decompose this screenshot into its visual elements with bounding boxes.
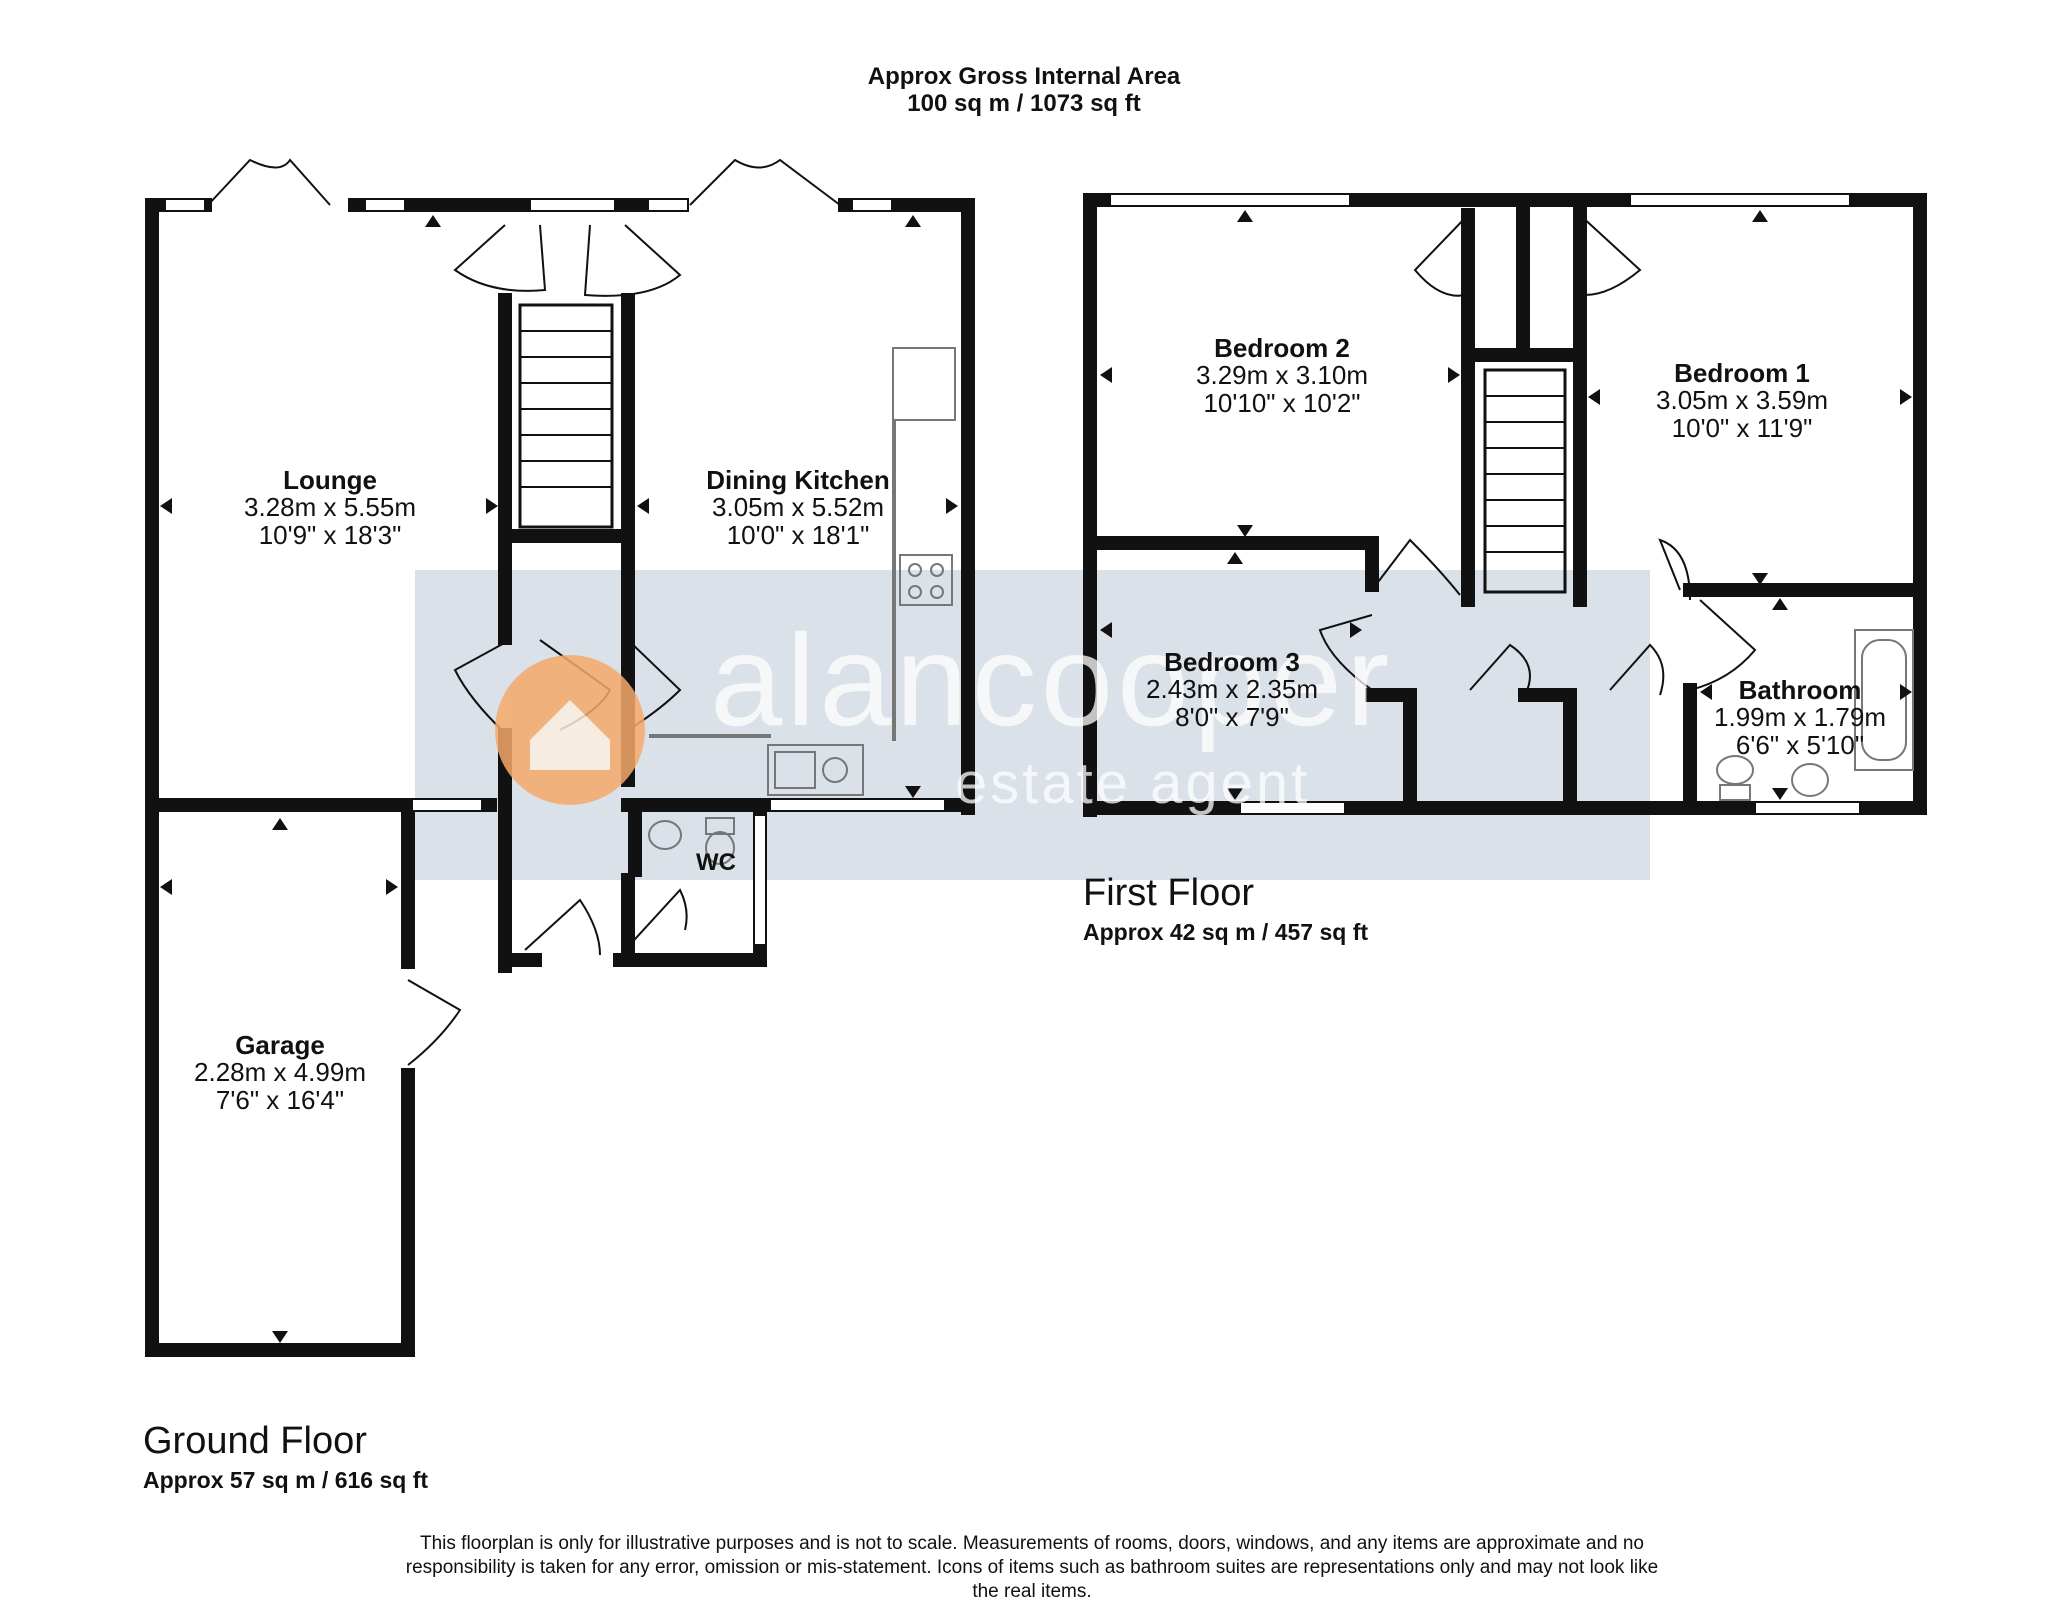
ground-floor-area: Approx 57 sq m / 616 sq ft <box>143 1467 429 1493</box>
ground-floor-stairs <box>518 303 614 529</box>
ground-floor-fixtures <box>648 347 956 865</box>
room-dining-kitchen-name: Dining Kitchen <box>706 465 890 495</box>
room-bedroom3-name: Bedroom 3 <box>1164 647 1300 677</box>
first-floor-stairs <box>1483 368 1567 594</box>
first-floor-title: First Floor <box>1083 872 1254 914</box>
room-bedroom1-metric: 3.05m x 3.59m <box>1656 385 1828 415</box>
first-floor-walls <box>1083 193 1927 817</box>
room-dining-kitchen-metric: 3.05m x 5.52m <box>712 492 884 522</box>
watermark-logo <box>495 655 645 805</box>
first-floor-windows <box>1109 193 1861 815</box>
total-area: 100 sq m / 1073 sq ft <box>907 90 1141 117</box>
room-bathroom-metric: 1.99m x 1.79m <box>1714 702 1886 732</box>
first-floor-fixtures <box>1716 629 1914 801</box>
ground-floor-arrows <box>160 215 958 1343</box>
room-dining-kitchen-imperial: 10'0" x 18'1" <box>726 520 870 550</box>
room-lounge-name: Lounge <box>283 465 377 495</box>
room-garage-imperial: 7'6" x 16'4" <box>215 1085 345 1115</box>
room-bathroom-imperial: 6'6" x 5'10" <box>1735 730 1865 760</box>
room-bathroom-name: Bathroom <box>1738 675 1862 705</box>
first-floor-doors <box>1318 214 1757 696</box>
room-bedroom1-name: Bedroom 1 <box>1674 358 1810 388</box>
room-garage-metric: 2.28m x 4.99m <box>194 1057 366 1087</box>
room-bedroom2-imperial: 10'10" x 10'2" <box>1203 388 1361 418</box>
room-bedroom3-imperial: 8'0" x 7'9" <box>1175 702 1289 732</box>
ground-floor-windows <box>164 198 946 946</box>
room-garage-name: Garage <box>235 1030 325 1060</box>
watermark-brand: alancooper <box>710 607 1394 753</box>
area-title: Approx Gross Internal Area <box>867 63 1181 90</box>
ground-floor-walls <box>145 198 975 1357</box>
ground-floor-title: Ground Floor <box>143 1420 367 1462</box>
room-bedroom2-name: Bedroom 2 <box>1214 333 1350 363</box>
room-bedroom3-metric: 2.43m x 2.35m <box>1146 674 1318 704</box>
room-lounge-metric: 3.28m x 5.55m <box>244 492 416 522</box>
first-floor-area: Approx 42 sq m / 457 sq ft <box>1083 919 1369 945</box>
room-bedroom2-metric: 3.29m x 3.10m <box>1196 360 1368 390</box>
disclaimer: This floorplan is only for illustrative … <box>405 1533 1659 1602</box>
room-lounge-imperial: 10'9" x 18'3" <box>258 520 402 550</box>
room-wc-name: WC <box>696 849 736 876</box>
watermark-tagline: estate agent <box>955 751 1311 816</box>
room-bedroom1-imperial: 10'0" x 11'9" <box>1671 413 1813 443</box>
first-floor-arrows <box>1100 210 1912 800</box>
